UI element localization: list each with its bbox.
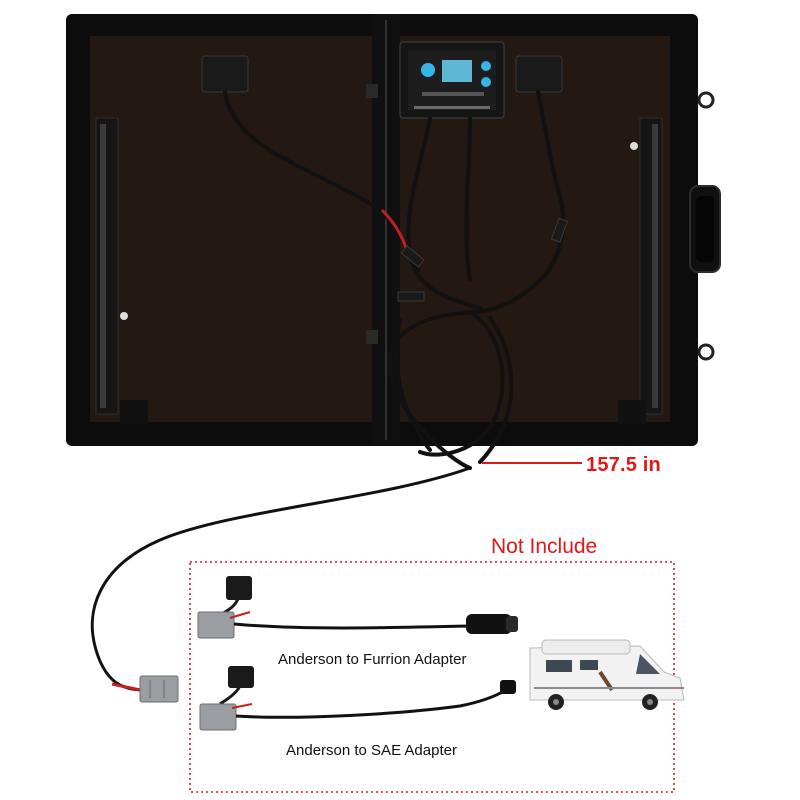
mc4-connector-icon xyxy=(397,217,569,302)
panel-cables xyxy=(223,90,565,470)
not-included-box xyxy=(189,561,675,793)
motorhome-icon xyxy=(529,639,685,710)
sae-adapter-label: Anderson to SAE Adapter xyxy=(286,742,457,759)
cable-length-label: 157.5 in xyxy=(586,454,661,476)
sae-adapter-icon xyxy=(199,666,516,731)
extension-cable xyxy=(90,466,471,692)
anderson-connector-icon xyxy=(139,675,179,703)
furrion-adapter-label: Anderson to Furrion Adapter xyxy=(278,651,467,668)
solar-panel-icon xyxy=(66,14,721,446)
solar-charge-controller-icon xyxy=(399,41,505,119)
furrion-adapter-icon xyxy=(197,576,518,639)
not-include-title: Not Include xyxy=(491,535,598,558)
junction-box-icon xyxy=(201,55,563,93)
